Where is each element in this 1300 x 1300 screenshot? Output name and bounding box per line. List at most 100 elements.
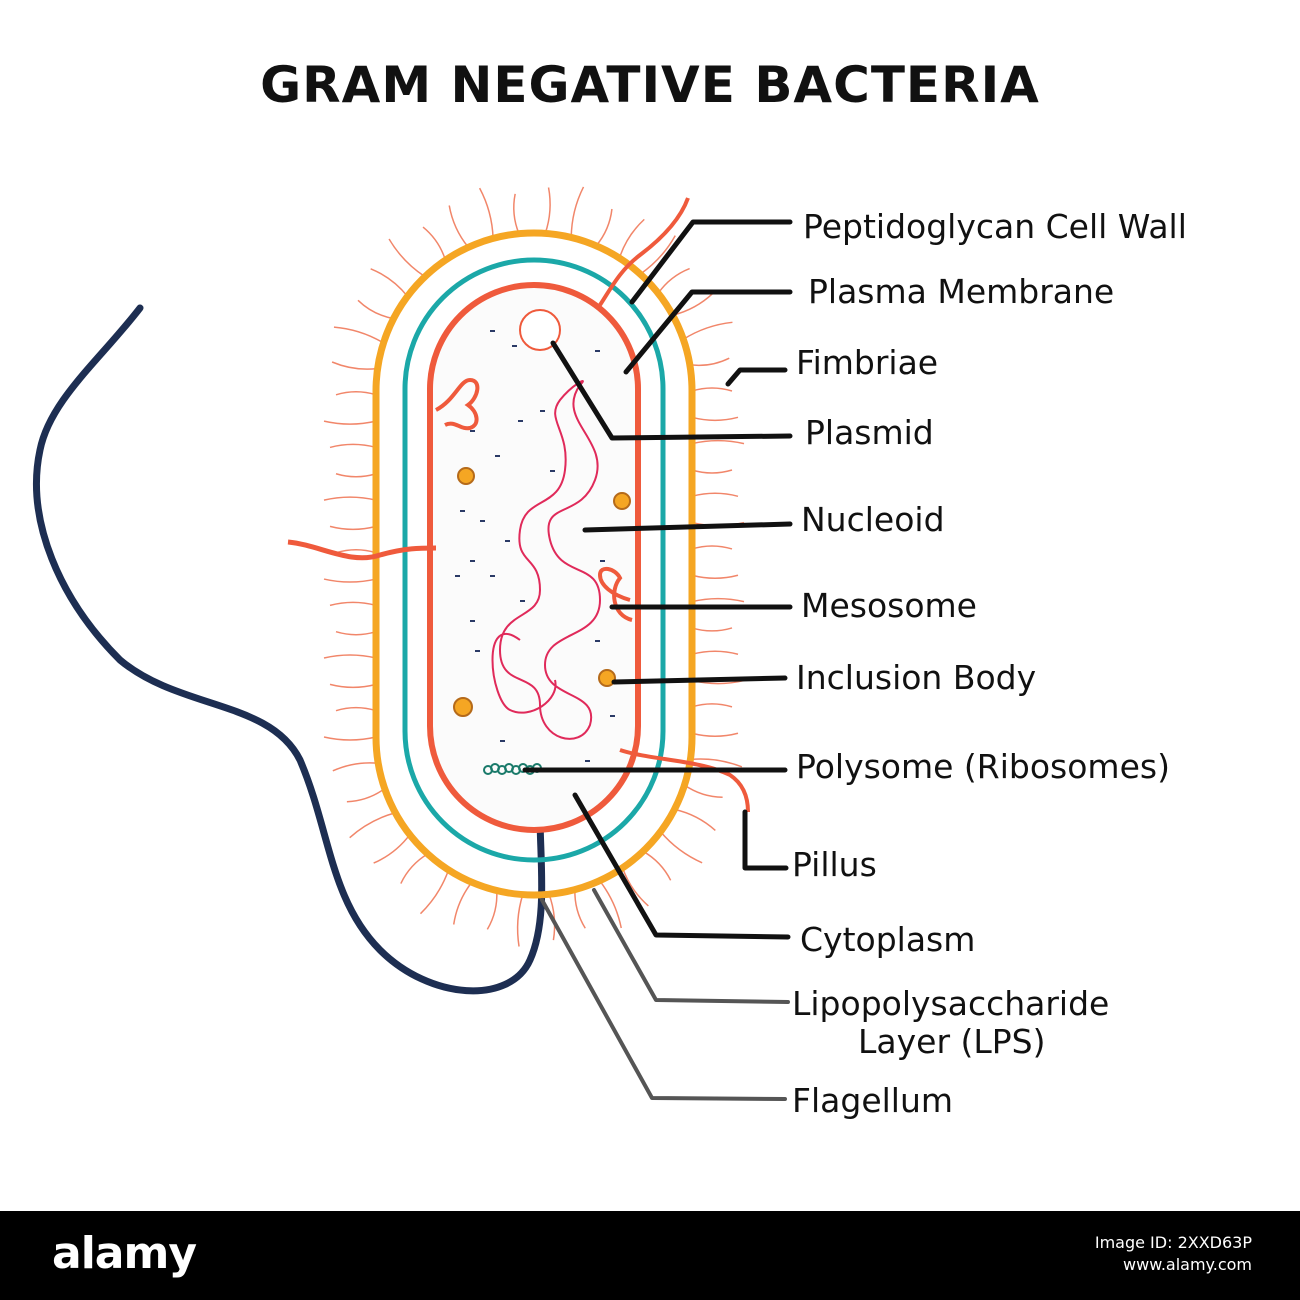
- label-lps-line1: Lipopolysaccharide: [792, 984, 1110, 1023]
- label-cytoplasm: Cytoplasm: [800, 920, 976, 959]
- label-fimbriae: Fimbriae: [796, 343, 939, 382]
- ribosome-dot: [495, 455, 500, 457]
- ribosome-dot: [512, 345, 517, 347]
- ribosome-dot: [595, 640, 600, 642]
- ribosome-dot: [500, 740, 505, 742]
- ribosome-dot: [455, 575, 460, 577]
- fimbria: [548, 894, 556, 941]
- label-plasma-membrane: Plasma Membrane: [808, 272, 1115, 311]
- fimbria: [323, 496, 377, 501]
- fimbria: [323, 420, 377, 425]
- flagellum: [33, 304, 546, 995]
- leader-inclusion-body: [611, 675, 788, 685]
- fimbria: [691, 732, 739, 737]
- pillus-top: [598, 197, 690, 307]
- fimbria: [691, 650, 739, 655]
- fimbria: [346, 788, 386, 803]
- mesosome-left: [434, 377, 480, 431]
- ribosome-dot: [480, 520, 485, 522]
- fimbria: [357, 299, 394, 320]
- inclusion-body: [613, 492, 631, 510]
- fimbria: [419, 869, 450, 915]
- ribosome-dot: [610, 715, 615, 717]
- fimbria: [331, 361, 378, 370]
- fimbria: [639, 235, 676, 275]
- ribosome-dot: [595, 350, 600, 352]
- fimbria: [691, 492, 739, 498]
- leader-flagellum: [540, 898, 787, 1101]
- ribosome-dot: [520, 600, 525, 602]
- fimbria: [478, 187, 494, 239]
- fimbria: [674, 808, 716, 832]
- fimbria: [684, 784, 723, 799]
- leader-nucleoid: [582, 521, 793, 533]
- fimbria: [486, 890, 498, 930]
- ribosome-dot: [470, 560, 475, 562]
- fimbria: [335, 473, 377, 478]
- fimbria: [333, 326, 384, 344]
- inclusion-body: [453, 697, 473, 717]
- fimbria: [335, 548, 377, 554]
- leader-fimbriae: [725, 367, 788, 387]
- image-id: Image ID: 2XXD63P www.alamy.com: [1095, 1232, 1252, 1276]
- pillus: [619, 748, 750, 813]
- fimbria: [329, 601, 377, 607]
- fimbria: [373, 834, 411, 864]
- fimbria: [329, 525, 377, 531]
- fimbria: [329, 443, 377, 449]
- fimbria: [691, 574, 739, 580]
- fimbria: [689, 357, 730, 367]
- fimbria: [323, 736, 377, 741]
- fimbria: [595, 208, 613, 247]
- ribosome-dot: [540, 410, 545, 412]
- ribosome-dot: [470, 430, 475, 432]
- fimbria: [690, 758, 743, 768]
- fimbria: [642, 850, 672, 881]
- fimbria: [657, 267, 690, 294]
- fimbria: [621, 867, 649, 907]
- leader-cytoplasm: [572, 792, 791, 940]
- leader-plasmid: [550, 340, 793, 441]
- leader-pillus: [742, 809, 789, 871]
- fimbria: [691, 387, 733, 392]
- label-plasmid: Plasmid: [805, 413, 934, 452]
- inclusion-body: [457, 467, 475, 485]
- label-mesosome: Mesosome: [801, 586, 977, 625]
- fimbria: [388, 238, 426, 278]
- mesosome: [597, 566, 633, 622]
- fimbria: [516, 894, 524, 947]
- fimbria: [370, 268, 409, 297]
- ribosome-dot: [460, 510, 465, 512]
- fimbria: [335, 706, 377, 712]
- label-pillus: Pillus: [792, 845, 877, 884]
- fimbria: [574, 889, 586, 929]
- pillus-left: [287, 539, 437, 561]
- leader-plasma-membrane: [623, 289, 793, 375]
- label-nucleoid: Nucleoid: [801, 500, 945, 539]
- fimbria: [691, 597, 745, 603]
- peptidoglycan-cell-wall: [402, 257, 666, 863]
- nucleoid: [491, 380, 602, 740]
- fimbria: [332, 762, 379, 772]
- ribosome-dot: [475, 650, 480, 652]
- footer-bar: [0, 1211, 1300, 1300]
- ribosome-dot: [490, 575, 495, 577]
- fimbria: [691, 416, 739, 422]
- lps-layer: [372, 229, 696, 899]
- fimbria: [618, 218, 645, 259]
- fimbria: [659, 831, 703, 864]
- brand-logo: alamy: [52, 1228, 197, 1279]
- fimbria: [691, 469, 733, 474]
- label-polysome: Polysome (Ribosomes): [796, 747, 1170, 786]
- fimbria: [335, 391, 377, 396]
- site-url: www.alamy.com: [1123, 1255, 1252, 1274]
- fimbria: [513, 193, 520, 234]
- ribosome-dot: [600, 560, 605, 562]
- fimbria: [323, 654, 377, 659]
- label-inclusion-body: Inclusion Body: [796, 658, 1037, 697]
- label-peptidoglycan: Peptidoglycan Cell Wall: [803, 207, 1187, 246]
- ribosome-dot: [585, 760, 590, 762]
- fimbria: [335, 630, 377, 636]
- diagram-title: GRAM NEGATIVE BACTERIA: [260, 56, 1040, 114]
- fimbria: [691, 439, 745, 445]
